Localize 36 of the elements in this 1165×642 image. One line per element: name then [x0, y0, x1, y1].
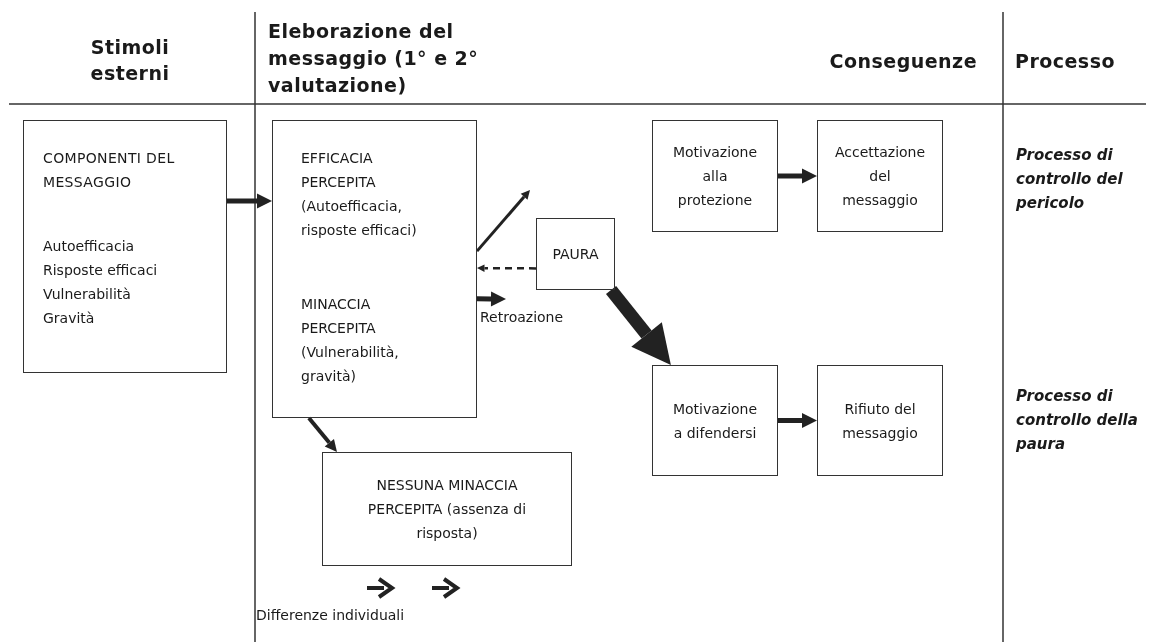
- box-heading: COMPONENTI DEL MESSAGGIO: [43, 149, 176, 192]
- arrow: [475, 190, 530, 253]
- arrow: [477, 264, 536, 272]
- process-box: [652, 120, 778, 232]
- arrow: [307, 416, 337, 452]
- box-text: Accettazione del messaggio: [834, 143, 926, 210]
- box-text: Motivazione alla protezione: [671, 143, 759, 210]
- process-box: [322, 452, 572, 566]
- list-item: Gravità: [43, 309, 96, 328]
- column-header: Conseguenze: [828, 49, 977, 74]
- process-box: [23, 120, 227, 373]
- list-item: Vulnerabilità: [43, 285, 132, 304]
- arrow: [605, 285, 671, 365]
- arrow: [227, 193, 272, 209]
- column-header: Eleborazione del messaggio (1° e 2° valutazione): [268, 19, 480, 98]
- arrow: [477, 291, 506, 307]
- box-text: PAURA: [552, 245, 599, 264]
- note-text: Differenze individuali: [256, 606, 405, 625]
- box-text: EFFICACIA PERCEPITA (Autoefficacia, risposte efficaci): [301, 149, 418, 240]
- column-header: Processo: [1015, 49, 1115, 74]
- column-header: Stimoli esterni: [89, 35, 171, 86]
- process-box: [817, 120, 943, 232]
- process-box: [652, 365, 778, 476]
- list-item: Autoefficacia: [43, 237, 136, 256]
- box-text: Motivazione a difendersi: [671, 399, 759, 443]
- box-text: MINACCIA PERCEPITA (Vulnerabilità, gravità): [301, 295, 400, 386]
- process-label: Processo di controllo della paura: [1016, 386, 1139, 455]
- box-text: Rifiuto del messaggio: [841, 399, 919, 443]
- box-text: NESSUNA MINACCIA PERCEPITA (assenza di risposta): [366, 476, 528, 543]
- process-label: Processo di controllo del pericolo: [1016, 145, 1124, 214]
- arrow: [778, 168, 817, 184]
- process-box: [272, 120, 477, 418]
- process-box: [817, 365, 943, 476]
- arrow: [778, 413, 817, 428]
- process-box: [536, 218, 615, 290]
- list-item: Risposte efficaci: [43, 261, 159, 280]
